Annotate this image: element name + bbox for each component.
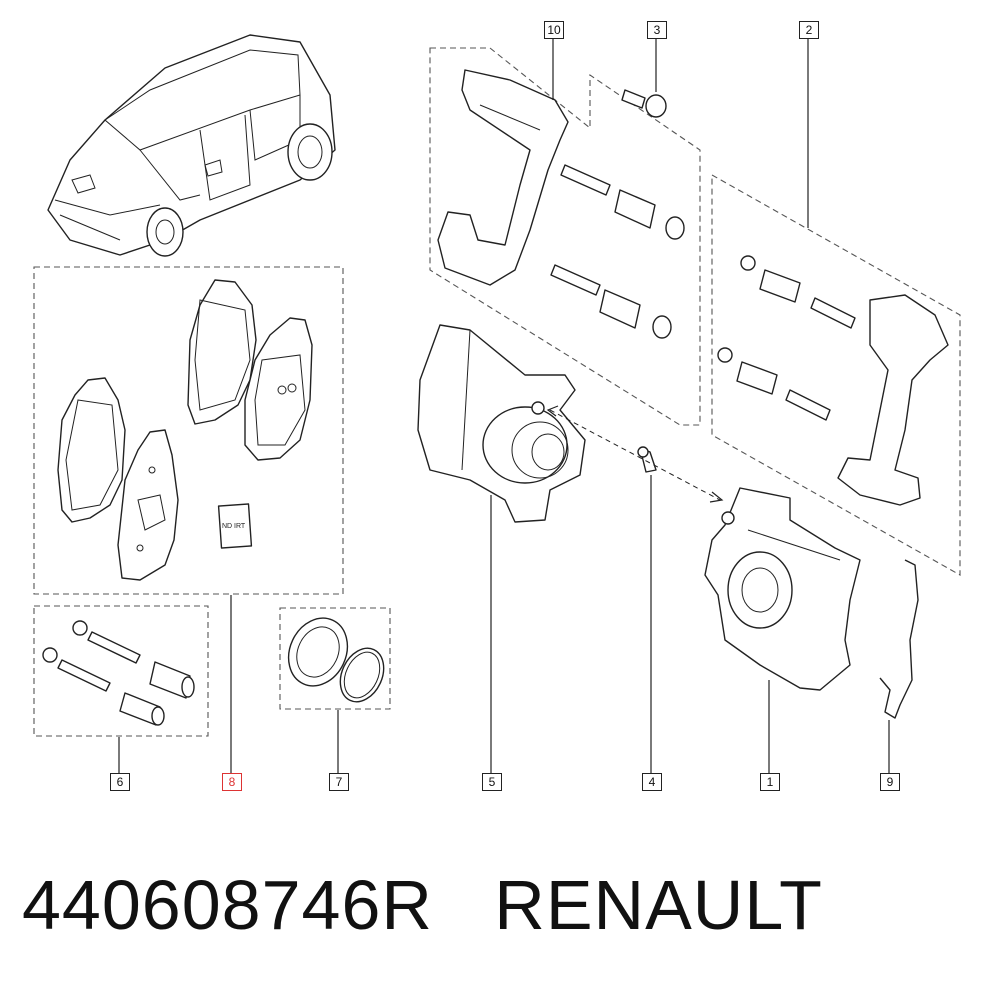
caliper-1: [704, 487, 861, 691]
carrier-kit-10-box: [429, 47, 701, 426]
seal-kit-group-box: [279, 607, 391, 710]
callout-5[interactable]: 5: [482, 773, 502, 791]
arrow-head-2: [546, 405, 559, 417]
callout-6[interactable]: 6: [110, 773, 130, 791]
guide-pin-group-box: [33, 605, 209, 737]
booklet-label: ND IRT: [222, 523, 246, 530]
part-caption: 440608746R RENAULT: [22, 860, 823, 950]
leader-lines: [118, 38, 890, 774]
callout-7[interactable]: 7: [329, 773, 349, 791]
vehicle-illustration: [47, 34, 336, 257]
caliper-carrier-10: [437, 69, 685, 339]
bolt-3: [621, 89, 667, 118]
pad-kit-group-box: [33, 266, 344, 595]
callout-8-selected[interactable]: 8: [222, 773, 242, 791]
instruction-booklet: [217, 503, 253, 549]
callout-3[interactable]: 3: [647, 21, 667, 39]
piston-seal-kit: [287, 617, 385, 703]
part-number: 440608746R: [22, 866, 433, 944]
callout-1[interactable]: 1: [760, 773, 780, 791]
carrier-kit-2-box: [711, 174, 961, 576]
brand-name: RENAULT: [494, 866, 823, 944]
arrow-head: [709, 491, 724, 503]
callout-9[interactable]: 9: [880, 773, 900, 791]
callout-2[interactable]: 2: [799, 21, 819, 39]
callout-4[interactable]: 4: [642, 773, 662, 791]
guide-pin-kit: [42, 620, 195, 726]
callout-10[interactable]: 10: [544, 21, 564, 39]
caliper-carrier-2: [717, 255, 949, 506]
bleed-screw-4: [637, 446, 657, 473]
spring-9: [879, 559, 919, 719]
brake-pads: ND IRT: [57, 279, 313, 581]
caliper-5: [417, 324, 586, 523]
